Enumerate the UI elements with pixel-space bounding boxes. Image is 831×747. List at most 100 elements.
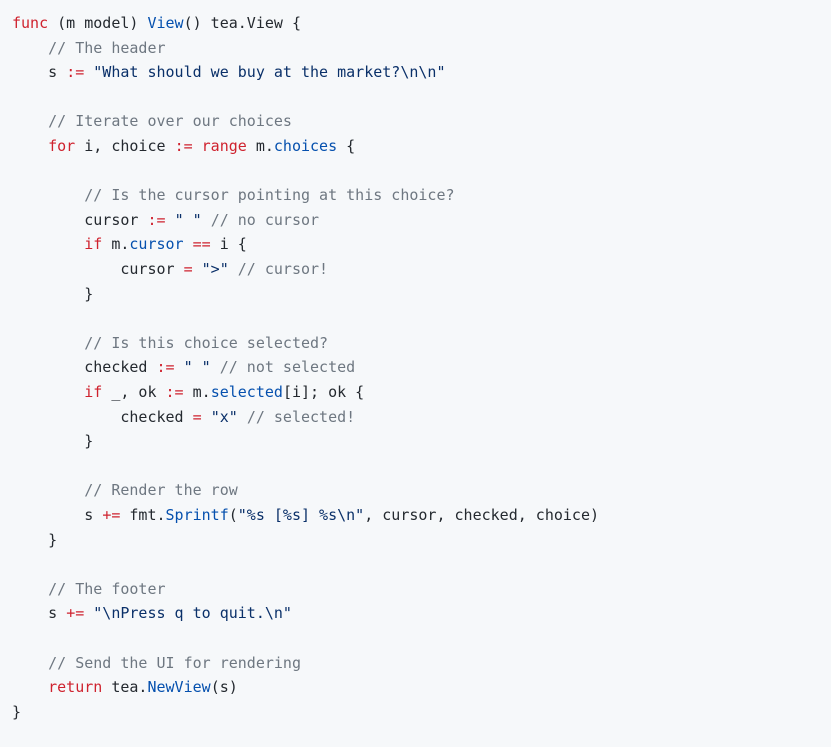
code-token (12, 678, 48, 696)
code-token: () tea.View { (183, 14, 301, 32)
code-token: choices (273, 137, 338, 155)
code-token (12, 654, 48, 672)
code-token: _, ok (102, 383, 166, 401)
code-token (202, 211, 211, 229)
code-token (12, 137, 48, 155)
code-token: Sprintf (165, 506, 229, 524)
code-token (12, 235, 84, 253)
code-token: ">" (201, 260, 229, 278)
code-token: cursor (12, 210, 148, 229)
code-token: func (12, 14, 49, 32)
code-token: View (147, 14, 184, 32)
code-token: // not selected (219, 358, 356, 377)
code-token: { (337, 137, 356, 155)
code-token: } (12, 702, 22, 721)
code-line: if m.cursor == i { (12, 232, 247, 256)
code-token: m. (246, 137, 274, 155)
code-token: := (147, 210, 166, 229)
code-token: i { (210, 235, 247, 254)
code-token: } (12, 432, 94, 451)
code-token: fmt. (120, 506, 166, 524)
code-token: "\nPress q to quit.\n" (93, 604, 292, 623)
code-token: += (66, 604, 85, 623)
code-token: "x" (210, 407, 238, 426)
code-line: // Render the row (12, 478, 238, 502)
code-line: checked := " " // not selected (12, 355, 355, 379)
code-token: "What should we buy at the market?\n\n" (93, 63, 446, 82)
code-token: // Render the row (84, 481, 238, 500)
code-token (184, 235, 193, 253)
code-token (12, 112, 48, 130)
code-token: // Iterate over our choices (48, 112, 292, 131)
code-token (238, 408, 247, 426)
code-token: checked (12, 407, 193, 426)
code-token: NewView (147, 678, 211, 697)
code-line: // Send the UI for rendering (12, 651, 301, 675)
code-line: // Iterate over our choices (12, 109, 292, 133)
code-token: } (12, 284, 94, 303)
code-token: ( (228, 506, 238, 524)
code-token: cursor (129, 235, 184, 254)
code-line: } (12, 700, 21, 724)
code-token: range (201, 137, 247, 155)
code-token: = (192, 407, 202, 426)
code-token: cursor (12, 260, 184, 278)
code-token: if (84, 383, 103, 401)
code-line: return tea.NewView(s) (12, 675, 238, 699)
code-token: // selected! (246, 407, 356, 426)
code-token (211, 358, 220, 376)
code-line: s += "\nPress q to quit.\n" (12, 601, 292, 625)
code-token: // Is this choice selected? (84, 333, 329, 352)
code-line: // Is the cursor pointing at this choice… (12, 183, 455, 207)
code-token: // Is the cursor pointing at this choice… (84, 186, 455, 205)
code-token: for (48, 137, 76, 155)
code-token (229, 260, 238, 278)
code-token: m. (183, 383, 211, 401)
code-line: } (12, 282, 93, 306)
code-token: // no cursor (210, 210, 320, 229)
code-token (175, 358, 184, 376)
code-token (166, 211, 175, 229)
code-token: := (156, 358, 175, 377)
code-token: " " (174, 210, 202, 229)
code-token: += (102, 506, 121, 524)
code-line: checked = "x" // selected! (12, 405, 355, 429)
code-token: m. (102, 235, 130, 254)
code-token: " " (183, 358, 211, 377)
code-line: } (12, 528, 57, 552)
code-token: // The footer (48, 579, 166, 598)
code-token (193, 260, 202, 278)
code-token (84, 63, 93, 81)
code-token: (s) (210, 678, 238, 697)
code-token (12, 39, 48, 57)
code-token (193, 137, 202, 155)
code-token (202, 408, 211, 426)
code-token: [i]; ok { (282, 383, 365, 401)
code-token: return (48, 678, 103, 697)
code-token: := (174, 137, 193, 155)
code-line: // The footer (12, 577, 166, 601)
code-line: // Is this choice selected? (12, 331, 328, 355)
code-line: s += fmt.Sprintf("%s [%s] %s\n", cursor,… (12, 503, 599, 527)
code-line: cursor = ">" // cursor! (12, 257, 328, 281)
code-token: if (84, 235, 103, 254)
code-token: "%s [%s] %s\n" (237, 506, 365, 524)
code-token: s (12, 604, 67, 623)
code-token: s (12, 506, 103, 524)
code-token (12, 481, 84, 499)
code-token: := (165, 383, 184, 401)
code-token (12, 334, 84, 352)
code-token: , cursor, checked, choice) (364, 506, 600, 524)
code-line: // The header (12, 36, 166, 60)
code-token: selected (210, 383, 283, 401)
code-token: == (192, 235, 211, 254)
code-token: // The header (48, 38, 166, 57)
code-token: checked (12, 358, 157, 377)
code-token: i, choice (75, 137, 175, 155)
code-token: // Send the UI for rendering (48, 653, 301, 672)
code-token: = (183, 260, 193, 278)
code-token: := (66, 63, 85, 82)
code-token (12, 383, 84, 401)
code-line: func (m model) View() tea.View { (12, 11, 301, 35)
